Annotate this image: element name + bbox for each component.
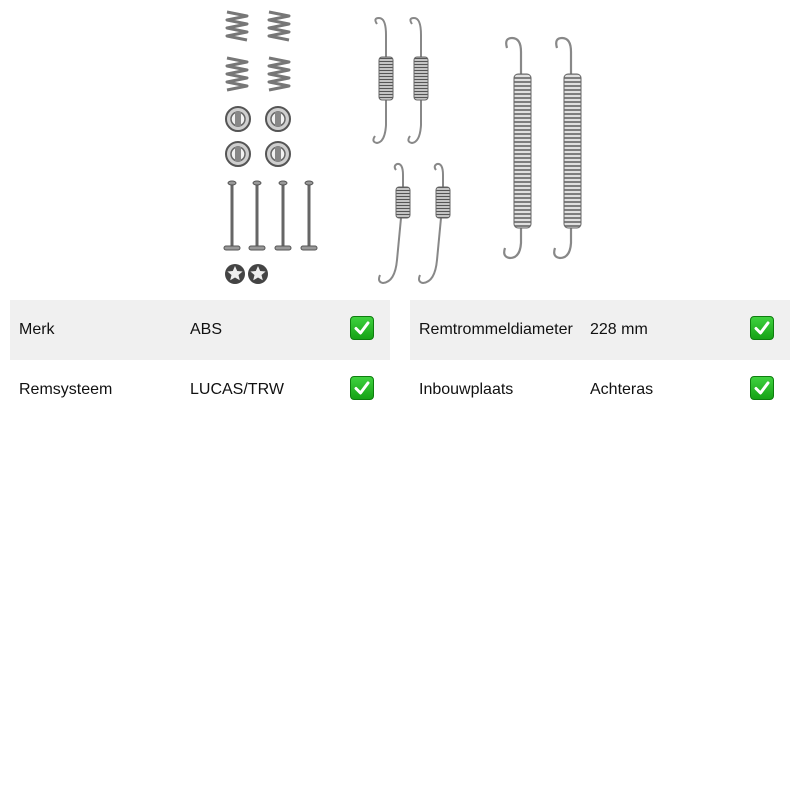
spec-grid: Merk ABS Remsysteem LUCAS/TRW Remtrommel… — [10, 300, 790, 420]
spec-row-inbouwplaats: Inbouwplaats Achteras — [410, 360, 790, 420]
product-image — [215, 0, 590, 292]
spec-column-left: Merk ABS Remsysteem LUCAS/TRW — [10, 300, 390, 420]
spec-label: Inbouwplaats — [419, 381, 514, 398]
spec-row-merk: Merk ABS — [10, 300, 390, 360]
spec-value: ABS — [190, 321, 223, 338]
spec-label: Remsysteem — [19, 381, 113, 398]
spec-value: LUCAS/TRW — [190, 381, 284, 398]
check-box-icon — [750, 376, 774, 400]
spec-value: 228 mm — [590, 321, 648, 338]
spec-row-remsysteem: Remsysteem LUCAS/TRW — [10, 360, 390, 420]
check-box-icon — [350, 376, 374, 400]
check-box-icon — [350, 316, 374, 340]
brake-shoe-spring-kit-icon — [223, 10, 582, 285]
spec-row-remtrommeldiameter: Remtrommeldiameter 228 mm — [410, 300, 790, 360]
spec-column-right: Remtrommeldiameter 228 mm Inbouwplaats A… — [410, 300, 790, 420]
check-box-icon — [750, 316, 774, 340]
spec-label: Merk — [19, 321, 55, 338]
spec-label: Remtrommeldiameter — [419, 321, 573, 338]
spec-value: Achteras — [590, 381, 654, 398]
